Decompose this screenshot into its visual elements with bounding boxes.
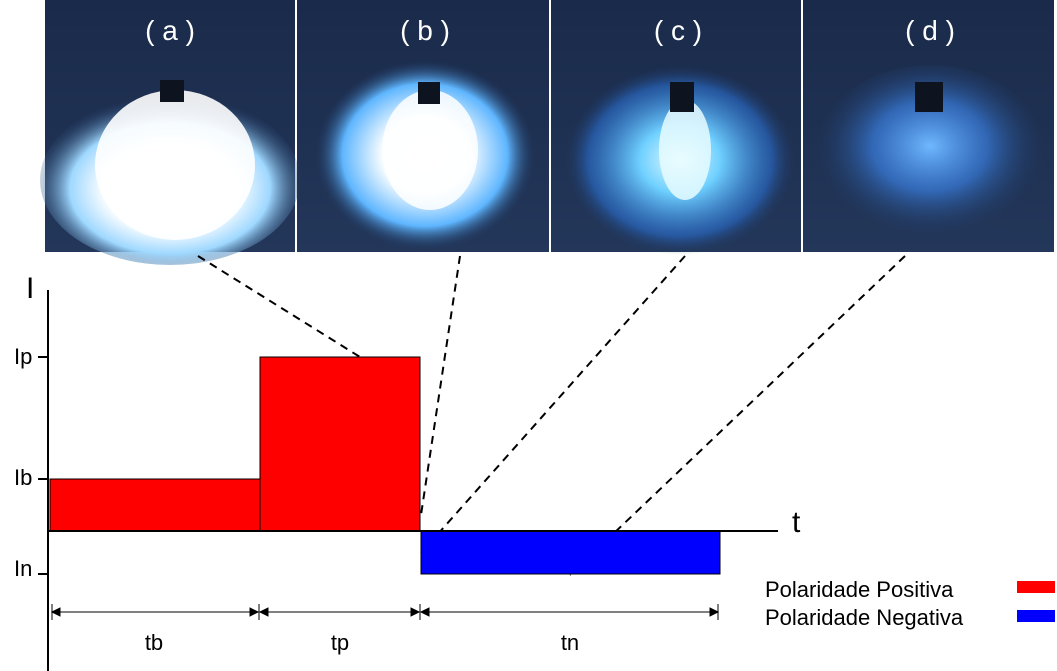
legend-label-positive: Polaridade Positiva [765,577,954,602]
connector-b [420,255,461,516]
photo-strip: ( a ) ( b ) ( c ) ( d ) [40,0,1054,265]
photo-label-b: ( b ) [400,15,450,46]
connector-lines [197,255,906,576]
y-axis-label: I [26,272,34,305]
y-tick-label-in: In [14,556,32,581]
waveform [49,356,721,575]
pulse-negative-block [420,530,721,575]
photo-c: ( c ) [551,0,801,255]
photo-a: ( a ) [40,0,300,265]
connector-a [197,255,361,358]
legend-swatch-negative [1017,610,1055,622]
photo-b: ( b ) [297,0,549,252]
pulse-peak-block [259,356,421,532]
interval-label-tb: tb [145,630,163,655]
y-tick-label-ib: Ib [14,465,32,490]
connector-d [569,255,906,576]
legend-swatch-positive [1017,581,1055,593]
legend: Polaridade Positiva Polaridade Negativa [765,577,1055,630]
photo-label-a: ( a ) [145,15,195,46]
interval-label-tp: tp [331,630,349,655]
y-tick-label-ip: Ip [14,344,32,369]
x-axis-label: t [792,506,801,539]
photo-label-d: ( d ) [905,15,955,46]
interval-label-tn: tn [561,630,579,655]
connector-c [420,255,686,554]
legend-label-negative: Polaridade Negativa [765,605,964,630]
photo-label-c: ( c ) [654,15,702,46]
time-dimensions [50,604,720,620]
axes [38,290,778,671]
photo-d: ( d ) [803,0,1054,252]
pulse-base-block [49,478,261,532]
